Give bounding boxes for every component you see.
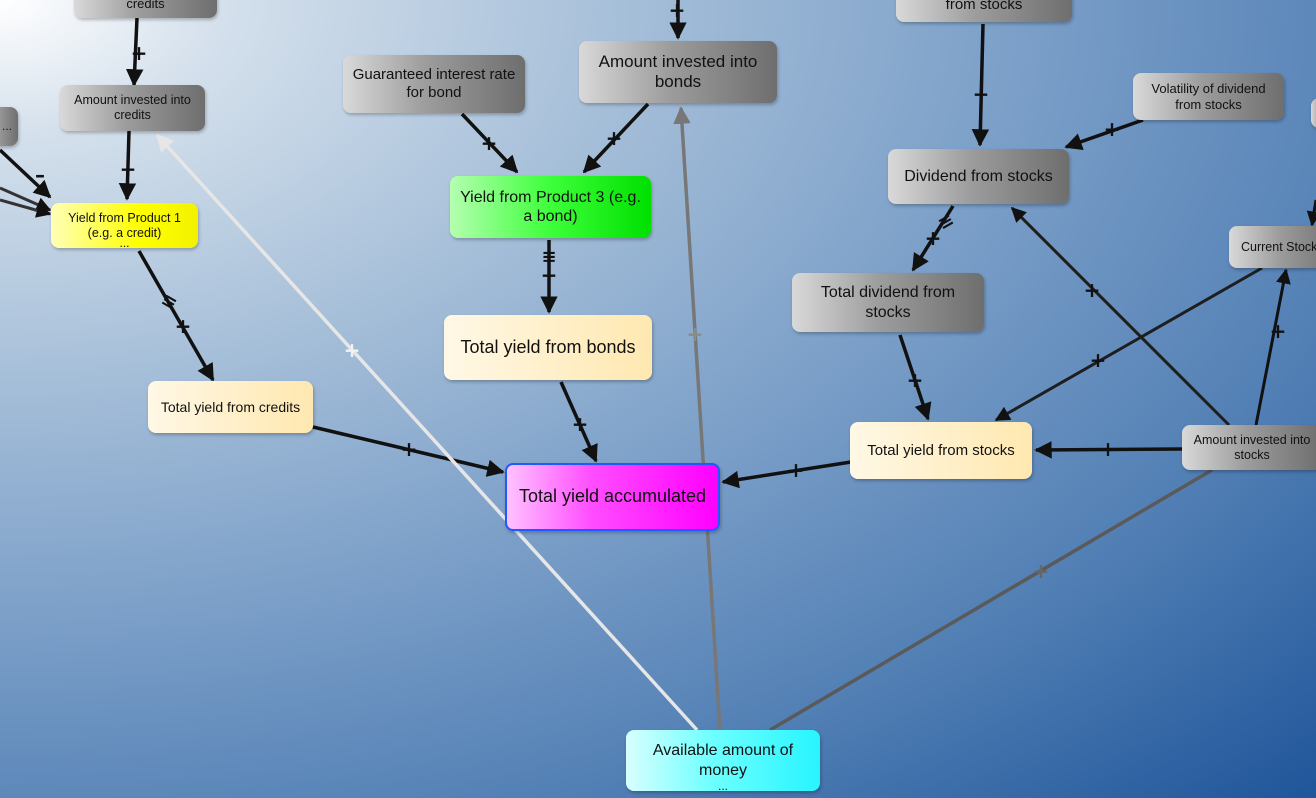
link-left-stub-to-yield-product1-c[interactable] bbox=[0, 198, 52, 218]
more-indicator[interactable]: ... bbox=[717, 779, 729, 793]
link-total-bonds-to-accumulated[interactable] bbox=[559, 381, 598, 463]
link-total-stocks-to-accumulated[interactable] bbox=[721, 460, 852, 489]
link-sign-plus: + bbox=[907, 368, 924, 392]
link-delay-mark: ≡ bbox=[541, 247, 556, 268]
node-label: Guaranteed interest rate for bond bbox=[352, 66, 516, 101]
link-sign-plus: + bbox=[687, 322, 704, 346]
link-sign-plus: + bbox=[1270, 319, 1287, 343]
link-money-to-amount-stocks[interactable] bbox=[769, 468, 1213, 732]
node-stocks-top[interactable]: from stocks bbox=[896, 0, 1072, 22]
node-total-yield-bonds[interactable]: Total yield from bonds bbox=[444, 315, 652, 380]
link-offscreen-to-current-stock[interactable] bbox=[1306, 199, 1316, 227]
node-guaranteed-rate[interactable]: Guaranteed interest rate for bond bbox=[343, 55, 525, 113]
node-top-extra[interactable] bbox=[1311, 98, 1316, 128]
node-credits-top[interactable]: credits bbox=[74, 0, 217, 18]
link-total-credits-to-accumulated[interactable] bbox=[312, 425, 505, 477]
node-total-dividend[interactable]: Total dividend from stocks bbox=[792, 273, 984, 332]
link-left-stub-to-yield-product1-a[interactable] bbox=[0, 148, 52, 199]
node-label: Amount invested into stocks bbox=[1193, 432, 1311, 462]
link-sign-plus: + bbox=[1084, 278, 1101, 302]
node-amount-credits[interactable]: Amount invested into credits bbox=[60, 85, 205, 131]
link-sign-plus: + bbox=[1090, 348, 1107, 372]
link-sign-plus: + bbox=[481, 131, 498, 155]
link-amount-bonds-to-yield-product3[interactable] bbox=[582, 102, 650, 174]
node-label: Current Stock bbox=[1241, 239, 1316, 254]
link-sign-plus: + bbox=[541, 263, 558, 287]
link-sign-plus: + bbox=[1104, 117, 1121, 141]
link-total-dividend-to-total-stocks[interactable] bbox=[898, 334, 932, 421]
link-delay-mark: ≡ bbox=[157, 289, 181, 315]
node-total-yield-accumulated[interactable]: Total yield accumulated bbox=[505, 463, 720, 531]
link-amount-stocks-to-current-stock[interactable] bbox=[1254, 268, 1291, 426]
node-amount-bonds[interactable]: Amount invested into bonds bbox=[579, 41, 777, 103]
node-total-yield-credits[interactable]: Total yield from credits bbox=[148, 381, 313, 433]
link-stocks-top-to-dividend[interactable] bbox=[971, 23, 990, 147]
node-volatility-dividend[interactable]: Volatility of dividend from stocks bbox=[1133, 73, 1284, 120]
node-label: Dividend from stocks bbox=[904, 167, 1053, 185]
node-total-yield-stocks[interactable]: Total yield from stocks bbox=[850, 422, 1032, 479]
link-money-to-amount-bonds[interactable] bbox=[673, 106, 722, 731]
node-label: from stocks bbox=[945, 0, 1023, 13]
node-label: Volatility of dividend from stocks bbox=[1151, 80, 1266, 112]
node-label: ... bbox=[1, 119, 12, 134]
node-label: Total yield accumulated bbox=[518, 486, 707, 507]
node-label: Amount invested into bonds bbox=[598, 51, 758, 91]
link-guaranteed-rate-to-yield-product3[interactable] bbox=[460, 112, 519, 174]
node-label: Total yield from bonds bbox=[460, 336, 636, 357]
link-sign-plus: + bbox=[572, 412, 589, 436]
more-indicator[interactable]: ... bbox=[119, 236, 130, 250]
link-dividend-to-total-dividend[interactable] bbox=[911, 205, 955, 272]
node-label: Total yield from credits bbox=[160, 398, 301, 415]
node-label: Yield from Product 1 (e.g. a credit) bbox=[68, 210, 181, 240]
link-amount-stocks-to-total-stocks[interactable] bbox=[1034, 441, 1184, 459]
link-credits-top-to-amount-credits[interactable] bbox=[125, 17, 144, 87]
link-sign-plus: + bbox=[175, 314, 192, 338]
node-label: Available amount of money bbox=[652, 742, 794, 779]
node-current-stock[interactable]: Current Stock bbox=[1229, 226, 1316, 268]
node-amount-stocks[interactable]: Amount invested into stocks bbox=[1182, 425, 1316, 470]
node-available-money[interactable]: Available amount of money ... bbox=[626, 730, 820, 793]
node-label: Yield from Product 3 (e.g. a bond) bbox=[460, 188, 641, 225]
node-label: credits bbox=[126, 0, 165, 12]
link-sign-plus: + bbox=[1033, 559, 1050, 583]
node-yield-product1[interactable]: Yield from Product 1 (e.g. a credit) ... bbox=[51, 203, 198, 250]
link-volatility-to-dividend[interactable] bbox=[1064, 118, 1144, 151]
node-dividend-stocks[interactable]: Dividend from stocks bbox=[888, 149, 1069, 204]
node-yield-product3[interactable]: Yield from Product 3 (e.g. a bond) bbox=[450, 176, 651, 238]
link-sign-plus: + bbox=[401, 437, 418, 461]
link-sign-plus: + bbox=[344, 338, 361, 362]
link-current-stock-to-total-stocks[interactable] bbox=[994, 266, 1263, 422]
link-sign-plus: + bbox=[606, 126, 623, 150]
link-sign-plus: + bbox=[131, 41, 148, 65]
link-yield-product1-to-total-credits[interactable] bbox=[137, 250, 215, 382]
node-label: Total dividend from stocks bbox=[820, 284, 956, 321]
link-sign-minus: – bbox=[35, 163, 45, 187]
node-left-stub[interactable]: ... bbox=[0, 107, 18, 146]
node-label: Total yield from stocks bbox=[867, 441, 1015, 459]
node-label: Amount invested into credits bbox=[74, 93, 191, 122]
link-sign-plus: + bbox=[788, 458, 805, 482]
link-sign-plus: + bbox=[973, 82, 990, 106]
link-sign-plus: + bbox=[925, 226, 942, 250]
link-money-to-amount-credits[interactable] bbox=[155, 133, 699, 732]
link-amount-credits-to-yield-product1[interactable] bbox=[118, 130, 137, 201]
link-sign-plus: + bbox=[1100, 437, 1117, 461]
link-sign-plus: + bbox=[669, 0, 686, 22]
link-sign-plus: + bbox=[120, 157, 137, 181]
link-amount-stocks-to-dividend[interactable] bbox=[1010, 206, 1231, 427]
